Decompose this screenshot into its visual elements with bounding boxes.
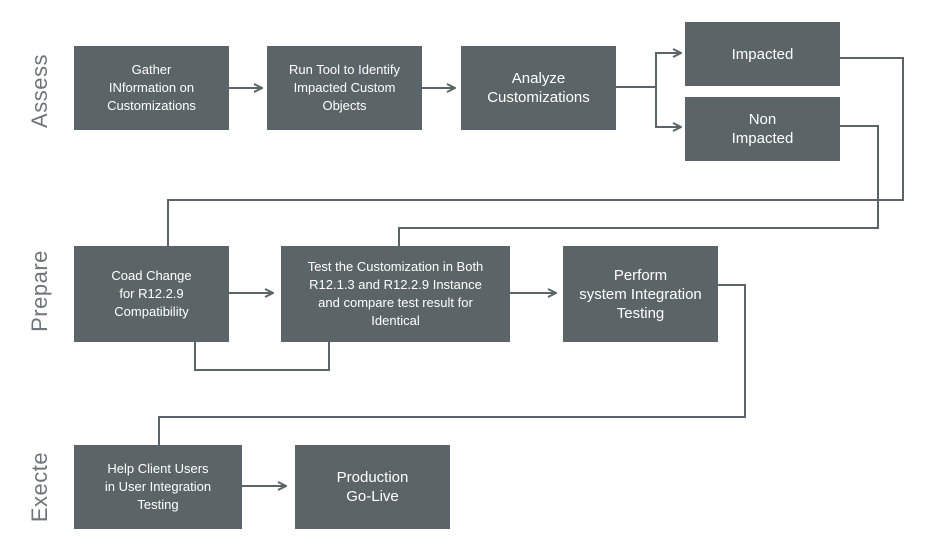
connector-analyze-to-nonimpacted [655,87,681,127]
node-code-change: Coad Change for R12.2.9 Compatibility [74,246,229,342]
node-run-tool: Run Tool to Identify Impacted Custom Obj… [267,46,422,130]
node-system-integration-testing: Perform system Integration Testing [563,246,718,342]
node-analyze-customizations: Analyze Customizations [461,46,616,130]
node-non-impacted: Non Impacted [685,97,840,161]
phase-label-assess: Assess [27,54,52,128]
connector-sit-to-uit [158,284,746,445]
connector-impacted-to-codechange [167,57,904,246]
node-user-integration-testing: Help Client Users in User Integration Te… [74,445,242,529]
connector-analyze-to-impacted [616,53,681,88]
connector-nonimpacted-to-test [398,125,879,246]
node-gather-information: Gather INformation on Customizations [74,46,229,130]
connector-test-loop-back [194,342,330,371]
node-test-customization: Test the Customization in Both R12.1.3 a… [281,246,510,342]
node-impacted: Impacted [685,22,840,86]
phase-label-execute: Execte [27,451,52,523]
node-production-go-live: Production Go-Live [295,445,450,529]
phase-label-prepare: Prepare [27,250,52,332]
